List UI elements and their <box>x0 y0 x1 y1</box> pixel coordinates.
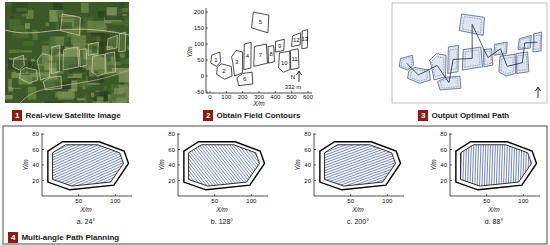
axis-title: X/m <box>80 207 92 214</box>
tick-label: 300 <box>254 94 264 100</box>
angle-caption: b. 128° <box>211 218 233 225</box>
axis-title: X/m <box>488 207 500 214</box>
tick-label: 60 <box>304 147 311 153</box>
tick-label: 100 <box>194 41 204 47</box>
tick-label: 80 <box>440 131 447 137</box>
tick-label: 40 <box>304 162 311 168</box>
tick-label: 40 <box>440 162 447 168</box>
tick-label: 0 <box>208 94 211 100</box>
tick-label: 200 <box>238 94 248 100</box>
tick-label: 50 <box>483 198 490 204</box>
tick-label: 100 <box>518 198 528 204</box>
field-number: 10 <box>281 60 288 66</box>
tick-label: 500 <box>287 94 297 100</box>
step-number-text: 2 <box>206 111 210 120</box>
tick-label: 400 <box>270 94 280 100</box>
tick-label: 80 <box>32 131 39 137</box>
tick-label: 20 <box>440 178 447 184</box>
north-label: N <box>291 74 295 80</box>
step-number: 2 <box>203 110 213 121</box>
field-number: 3 <box>235 59 238 65</box>
step-number-text: 4 <box>11 233 15 242</box>
field-number: 7 <box>259 52 262 58</box>
axis-title: Y/m <box>159 159 166 171</box>
panel-caption: Multi-angle Path Planning <box>21 234 119 242</box>
tick-label: 50 <box>75 198 82 204</box>
field-number: 9 <box>278 43 281 49</box>
scale-label: 332 m <box>285 84 302 90</box>
axis-title: X/m <box>216 207 228 214</box>
tick-label: 200 <box>194 9 204 15</box>
panel-caption: Real-view Satellite Image <box>25 112 120 120</box>
axis-title: Y/m <box>431 159 438 171</box>
path-plot <box>126 63 319 245</box>
field-number: 11 <box>291 56 297 62</box>
optimal-path <box>392 3 547 103</box>
tick-label: 80 <box>168 131 175 137</box>
tick-label: 100 <box>246 198 256 204</box>
tick-label: 60 <box>168 147 175 153</box>
axis-title: X/m <box>253 101 265 108</box>
field-number: 5 <box>259 19 262 25</box>
tick-label: 80 <box>304 131 311 137</box>
tick-label: 150 <box>194 25 204 31</box>
step-number-text: 3 <box>421 111 425 120</box>
axis-title: Y/m <box>23 159 30 171</box>
path-plot <box>0 76 184 245</box>
tick-label: 600 <box>303 94 313 100</box>
tick-label: -50 <box>195 89 204 95</box>
tick-label: 50 <box>347 198 354 204</box>
field-number: 8 <box>269 51 272 57</box>
angle-caption: c. 200° <box>347 218 369 225</box>
tick-label: 60 <box>32 147 39 153</box>
step-number: 3 <box>418 110 428 121</box>
tick-label: 50 <box>197 57 204 63</box>
step-number: 4 <box>8 232 18 243</box>
path-plot <box>432 81 550 245</box>
angle-caption: d. 88° <box>485 218 503 225</box>
tick-label: 40 <box>32 162 39 168</box>
axis-title: X/m <box>352 207 364 214</box>
tick-label: 20 <box>304 178 311 184</box>
tick-label: 40 <box>168 162 175 168</box>
field-number: 4 <box>246 53 249 59</box>
step-number: 1 <box>12 110 22 121</box>
tick-label: 50 <box>211 198 218 204</box>
tick-label: 100 <box>110 198 120 204</box>
tick-label: 0 <box>201 73 204 79</box>
field-contours <box>206 8 312 93</box>
field-number: 1 <box>214 57 217 63</box>
panel-frame <box>3 126 547 244</box>
field-number: 12 <box>293 37 300 43</box>
satellite-image <box>5 2 129 103</box>
tick-label: 20 <box>32 178 39 184</box>
axis-title: Y/m <box>187 46 194 58</box>
field-number: 6 <box>243 76 246 82</box>
tick-label: 60 <box>440 147 447 153</box>
tick-label: 100 <box>221 94 231 100</box>
angle-caption: a. 24° <box>77 218 95 225</box>
field-number: 13 <box>301 36 308 42</box>
panel-caption: Obtain Field Contours <box>216 112 300 120</box>
field-number: 2 <box>222 68 225 74</box>
panel-caption: Output Optimal Path <box>431 112 509 120</box>
axis-title: Y/m <box>295 159 302 171</box>
path-plot <box>263 80 454 245</box>
tick-label: 100 <box>382 198 392 204</box>
tick-label: 20 <box>168 178 175 184</box>
step-number-text: 1 <box>15 111 19 120</box>
